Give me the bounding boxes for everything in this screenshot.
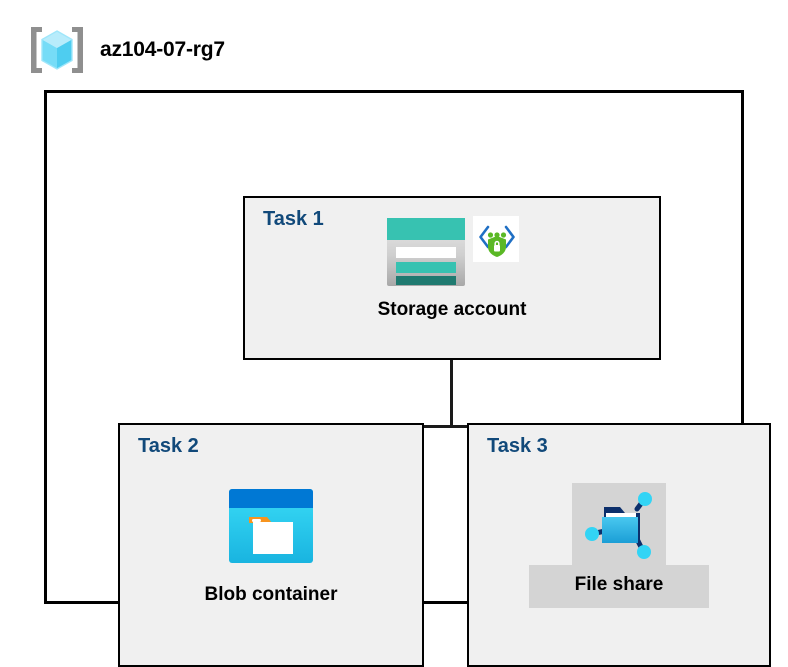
storage-account-icon-row [385,216,519,288]
file-share-icon-highlight [572,483,666,567]
task-3-box[interactable]: Task 3 [467,423,771,667]
resource-group-icon [31,27,83,73]
task-1-label: Task 1 [263,208,324,230]
task-3-label: Task 3 [487,435,548,457]
task-2-box[interactable]: Task 2 Blob contai [118,423,424,667]
file-share-icon [585,492,652,559]
blob-container-icon [229,489,313,563]
storage-endpoint-security-icon [473,216,519,262]
resource-group-boundary: Task 1 [44,90,771,667]
resource-group-name: az104-07-rg7 [100,38,225,61]
file-share-caption: File share [574,574,664,595]
node-file-share[interactable]: File share [469,483,769,608]
node-storage-account[interactable]: Storage account [245,216,659,321]
task-2-label: Task 2 [138,435,199,457]
node-blob-container[interactable]: Blob container [120,487,422,606]
storage-account-icon [387,218,465,286]
file-share-caption-highlight: File share [528,565,710,608]
resource-group-header: az104-07-rg7 [28,24,225,76]
connector-storage-to-bus [450,318,453,428]
blob-container-caption: Blob container [204,584,338,605]
task-1-box[interactable]: Task 1 [243,196,661,360]
connector-horizontal-bus [279,425,622,428]
storage-account-caption: Storage account [377,299,527,320]
